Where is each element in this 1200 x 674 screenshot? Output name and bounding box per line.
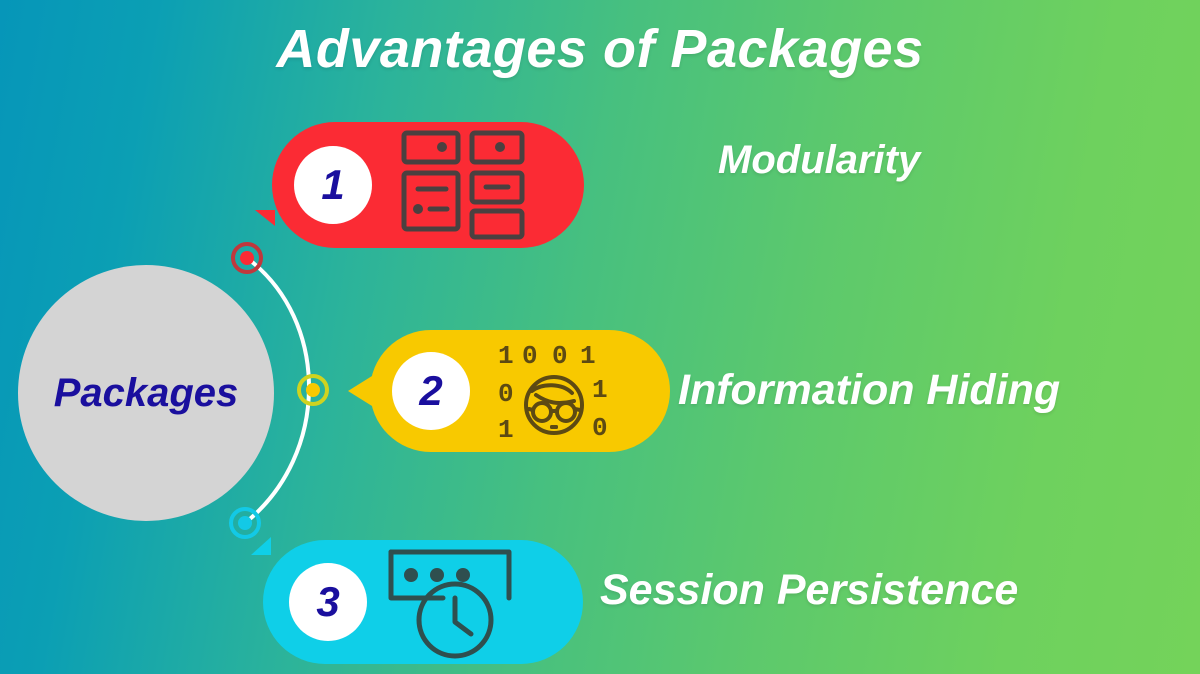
step-number-3: 3 [316, 578, 340, 625]
page-title: Advantages of Packages [276, 19, 924, 79]
modularity-blocks-icon [400, 129, 528, 241]
bubble-tail-2 [348, 376, 372, 406]
window-dots-clock-icon [385, 544, 515, 660]
svg-text:1: 1 [592, 375, 608, 405]
svg-text:0: 0 [592, 413, 608, 443]
svg-text:1: 1 [498, 341, 514, 371]
bubble-tail-3 [251, 537, 271, 555]
svg-text:0: 0 [552, 341, 568, 371]
callout-bubble-1[interactable]: 1 [255, 122, 584, 248]
step-number-badge-1: 1 [294, 146, 372, 224]
svg-text:1: 1 [498, 415, 514, 443]
step-number-2: 2 [419, 367, 443, 414]
step-number-badge-3: 3 [289, 563, 367, 641]
connector-dot-cyan [229, 507, 261, 539]
connector-dot-red [231, 242, 263, 274]
callout-bubble-2[interactable]: 2 1 0 0 1 0 1 1 0 [348, 330, 670, 452]
step-number-1: 1 [321, 161, 345, 208]
hub-label: Packages [53, 370, 239, 415]
svg-text:0: 0 [498, 379, 514, 409]
connector-dot-yellow [297, 374, 329, 406]
svg-text:0: 0 [522, 341, 538, 371]
svg-text:1: 1 [580, 341, 596, 371]
advantage-label-session-persistence: Session Persistence [600, 566, 1019, 614]
callout-bubble-3[interactable]: 3 [251, 537, 583, 664]
advantage-label-modularity: Modularity [718, 138, 921, 182]
step-number-badge-2: 2 [392, 352, 470, 430]
advantage-label-information-hiding: Information Hiding [678, 366, 1061, 414]
hub-circle-packages: Packages [18, 265, 274, 521]
bubble-tail-1 [255, 210, 275, 240]
binary-face-glasses-icon: 1 0 0 1 0 1 1 0 [496, 339, 616, 443]
